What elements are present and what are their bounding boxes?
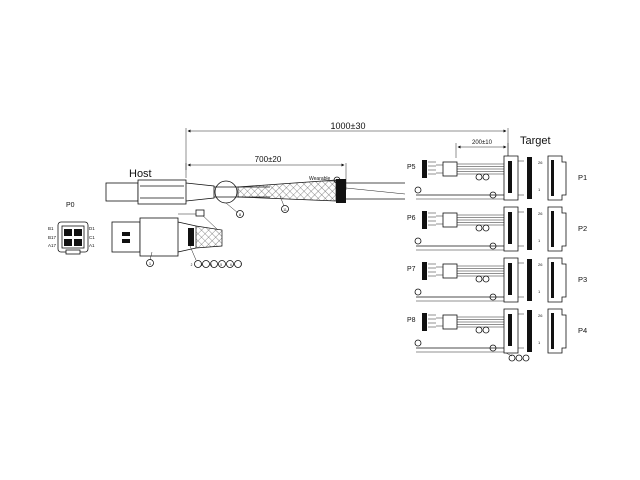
sata-connector-end bbox=[547, 257, 567, 303]
p0-pin-d1: D1 bbox=[89, 226, 95, 231]
target-label: Target bbox=[520, 135, 551, 147]
pin-label-a: 26 bbox=[538, 262, 543, 267]
callout-circle bbox=[414, 237, 422, 245]
pin-label-b: 1 bbox=[538, 238, 541, 243]
power-connector-label: P6 bbox=[407, 215, 416, 222]
power-connector-label: P8 bbox=[407, 317, 416, 324]
p0-pin-a17: A17 bbox=[48, 243, 57, 248]
callout-circle bbox=[414, 288, 422, 296]
pin-label-a: 26 bbox=[538, 313, 543, 318]
callout-1: 1 bbox=[146, 251, 154, 267]
breakout-group-1: P5 26 1 P1 bbox=[407, 155, 587, 201]
power-header bbox=[422, 211, 427, 229]
p0-end-view: B1 B17 A17 D1 C1 A1 bbox=[48, 221, 95, 255]
p0-pin-c1: C1 bbox=[89, 235, 95, 240]
sata-face bbox=[527, 310, 532, 352]
callout-9: 9 bbox=[333, 176, 341, 184]
sleeve-text: Wearable bbox=[309, 176, 331, 182]
pin-label-b: 1 bbox=[538, 289, 541, 294]
pin-label-a: 26 bbox=[538, 160, 543, 165]
svg-text:11: 11 bbox=[283, 208, 287, 212]
sata-port-label: P2 bbox=[578, 224, 587, 233]
detail-circle bbox=[214, 180, 238, 204]
dimension-breakout: 200±10 bbox=[455, 140, 509, 158]
callout-circle bbox=[414, 186, 422, 194]
dim-breakout-label: 200±10 bbox=[472, 140, 493, 146]
power-housing bbox=[442, 212, 458, 228]
callout-8: 8 bbox=[225, 202, 244, 218]
pin-label-a: 26 bbox=[538, 211, 543, 216]
svg-text:2 3 4 5 6 7: 2 3 4 5 6 7 bbox=[191, 263, 246, 267]
dimension-total: 1000±30 bbox=[185, 121, 509, 178]
sata-connector-end bbox=[547, 155, 567, 201]
p0-label: P0 bbox=[66, 202, 75, 209]
p0-pin-b17: B17 bbox=[48, 235, 57, 240]
main-cable: Wearable bbox=[214, 176, 406, 204]
breakout-group-4: P8 26 1 P4 bbox=[407, 308, 587, 354]
dim-mid-label: 700±20 bbox=[255, 155, 282, 164]
power-connector-label: P5 bbox=[407, 164, 416, 171]
pin-label-b: 1 bbox=[538, 187, 541, 192]
braided-section bbox=[237, 179, 337, 202]
p0-pin-b1: B1 bbox=[48, 226, 54, 231]
power-housing bbox=[442, 314, 458, 330]
callout-group-a: 2 3 4 5 6 7 bbox=[189, 245, 246, 268]
host-connector-top bbox=[105, 179, 215, 205]
power-connector-label: P7 bbox=[407, 266, 416, 273]
svg-text:9: 9 bbox=[336, 179, 338, 183]
power-header bbox=[422, 160, 427, 178]
dim-total-label: 1000±30 bbox=[331, 121, 366, 131]
power-header bbox=[422, 262, 427, 280]
breakout-group-3: P7 26 1 P3 bbox=[407, 257, 587, 303]
callout-group-b bbox=[505, 352, 530, 362]
svg-text:8: 8 bbox=[239, 212, 242, 217]
pin-label-b: 1 bbox=[538, 340, 541, 345]
host-connector-side bbox=[111, 209, 223, 257]
sata-port-label: P3 bbox=[578, 275, 587, 284]
svg-text:1: 1 bbox=[149, 261, 152, 266]
sata-connector-end bbox=[547, 206, 567, 252]
sata-face bbox=[527, 157, 532, 199]
sata-connector-end bbox=[547, 308, 567, 354]
heat-shrink bbox=[336, 179, 346, 203]
sata-face bbox=[527, 259, 532, 301]
sata-face bbox=[527, 208, 532, 250]
breakout-group-2: P6 26 1 P2 bbox=[407, 206, 587, 252]
callout-11: 11 bbox=[279, 195, 289, 213]
callout-circle bbox=[414, 339, 422, 347]
power-housing bbox=[442, 263, 458, 279]
p0-pin-a1: A1 bbox=[89, 243, 95, 248]
host-label: Host bbox=[129, 168, 152, 180]
power-housing bbox=[442, 161, 458, 177]
power-header bbox=[422, 313, 427, 331]
sata-port-label: P4 bbox=[578, 326, 587, 335]
sata-port-label: P1 bbox=[578, 173, 587, 182]
